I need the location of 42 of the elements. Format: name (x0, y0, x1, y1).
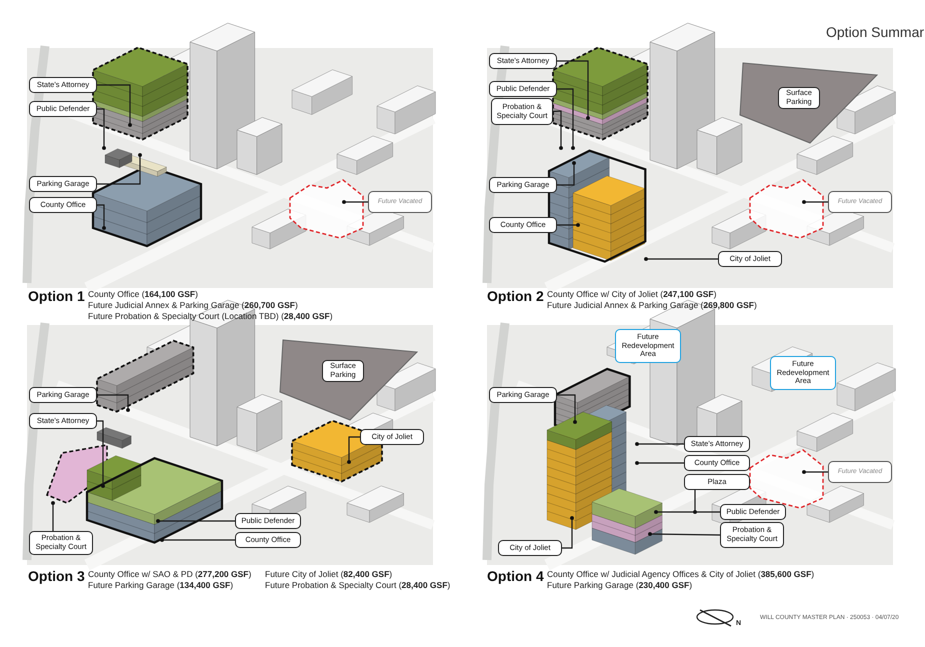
leader-line (635, 461, 684, 465)
option-description: Future Parking Garage (134,400 GSF) (88, 580, 234, 590)
leader-line (160, 538, 235, 542)
option-heading: Option 3 (28, 568, 85, 584)
option-heading: Option 1 (28, 288, 85, 304)
leader-line (644, 257, 718, 261)
option-description: County Office w/ City of Joliet (247,100 GSF) (547, 289, 716, 299)
leader-line (802, 470, 828, 474)
leader-line (97, 84, 132, 127)
leader-line (342, 200, 368, 204)
leader-line (557, 394, 577, 424)
leader-line (557, 60, 590, 120)
leader-line (97, 204, 106, 230)
leader-line (97, 394, 130, 412)
option-description: Future City of Joliet (82,400 GSF) (265, 569, 392, 579)
leader-line (97, 153, 142, 185)
leader-line (557, 223, 580, 227)
option-description: Future Judicial Annex & Parking Garage (260,700 GSF) (88, 300, 298, 310)
leader-line (802, 200, 828, 204)
option-description: Future Probation & Specialty Court (Location TBD) (28,400 GSF) (88, 311, 333, 321)
option-heading: Option 2 (487, 288, 544, 304)
page-title: Option Summar (826, 24, 924, 40)
leader-line (552, 110, 563, 150)
option-description: Future Probation & Specialty Court (28,400 GSF) (265, 580, 450, 590)
leader-line (562, 516, 574, 549)
leader-line (156, 519, 235, 523)
leader-line (557, 161, 576, 186)
leader-line (97, 420, 105, 488)
leader-line (347, 436, 360, 464)
option-description: County Office w/ Judicial Agency Offices & City of Joliet (385,600 GSF) (547, 569, 814, 579)
option-description: Future Parking Garage (230,400 GSF) (547, 580, 692, 590)
leader-line (635, 442, 684, 446)
leader-line (97, 108, 106, 150)
option-heading: Option 4 (487, 568, 544, 584)
option-description: Future Judicial Annex & Parking Garage (269,800 GSF) (547, 300, 757, 310)
leader-line (654, 510, 720, 514)
option-description: County Office w/ SAO & PD (277,200 GSF) (88, 569, 252, 579)
leader-line (693, 490, 697, 514)
option-description: County Office (164,100 GSF) (88, 289, 198, 299)
leader-line (557, 88, 575, 150)
leader-line (648, 532, 720, 536)
leader-line (51, 501, 55, 531)
